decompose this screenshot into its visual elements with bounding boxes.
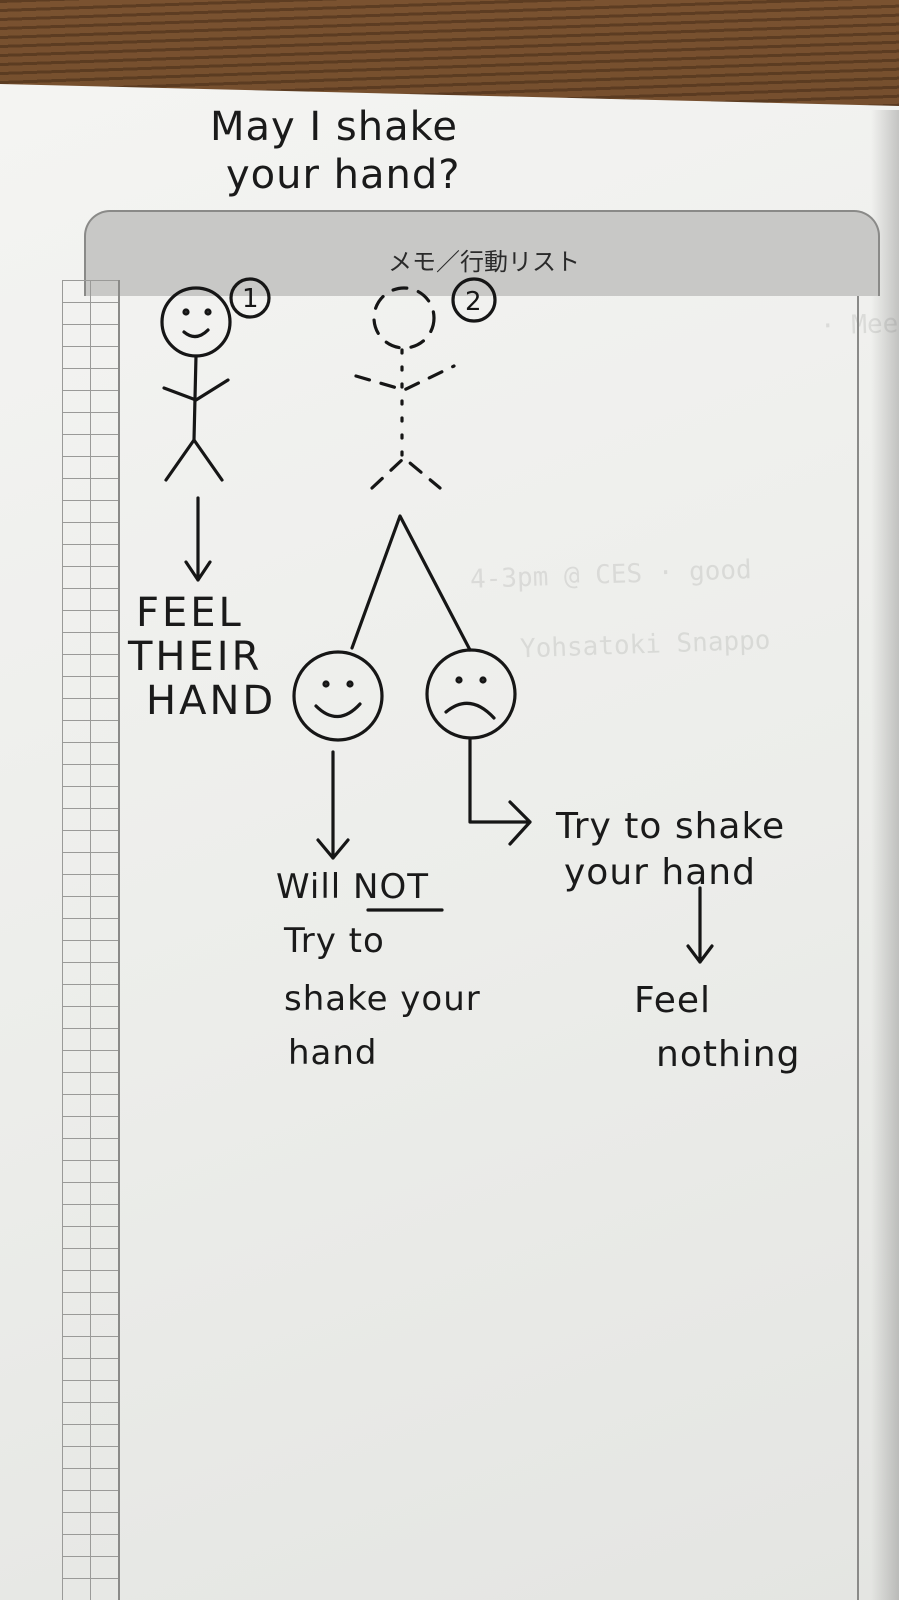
happy-branch-line-4: hand [288, 1034, 378, 1073]
sad-branch-result-2: nothing [656, 1034, 800, 1075]
arrow-down-icon [688, 888, 712, 962]
happy-face-icon [294, 652, 382, 740]
arrow-right-icon [470, 740, 530, 844]
dashed-stick-figure-2 [356, 288, 454, 488]
happy-branch-not: NOT [353, 867, 429, 907]
happy-branch-will: Will [276, 867, 353, 907]
sad-face-icon [427, 650, 515, 738]
arrow-down-icon [186, 498, 210, 580]
branch-lines [352, 516, 470, 650]
sad-branch-line-1: Try to shake [556, 806, 785, 847]
figure-1-number: 1 [242, 284, 259, 314]
sad-branch-result-1: Feel [634, 980, 711, 1021]
figure-2-number: 2 [465, 287, 482, 317]
happy-branch-line-3: shake your [284, 980, 481, 1019]
happy-branch-line-2: Try to [284, 922, 385, 961]
happy-branch-line-1: Will NOT [276, 868, 429, 907]
stick-figure-1 [162, 288, 230, 480]
sad-branch-line-2: your hand [564, 852, 756, 893]
outcome-line-1: FEEL [136, 590, 244, 636]
arrow-down-icon [318, 752, 348, 858]
outcome-line-2: THEIR [128, 634, 262, 680]
outcome-line-3: HAND [146, 678, 276, 724]
